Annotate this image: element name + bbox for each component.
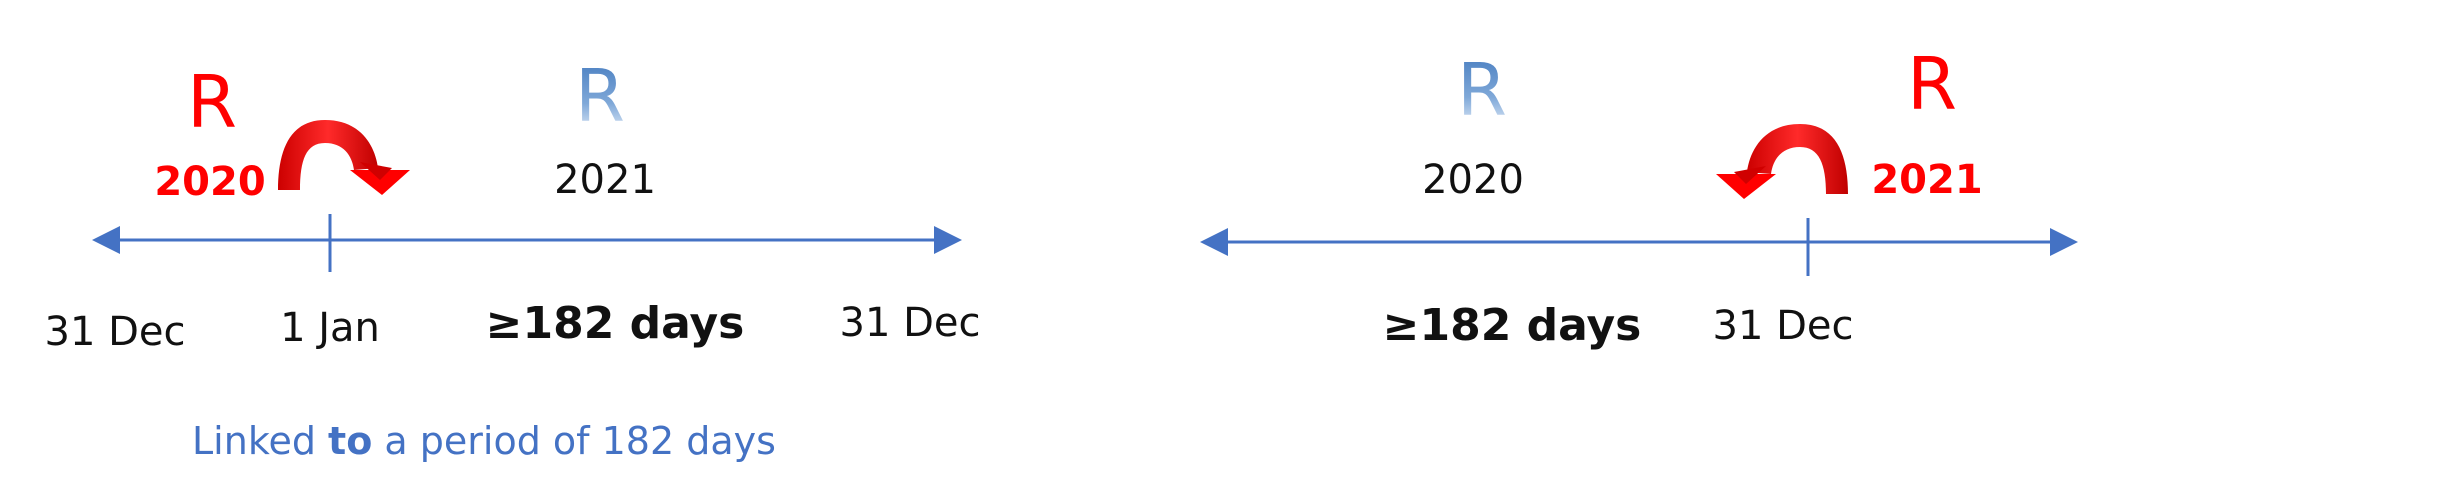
left-tick-label-mid: 1 Jan [280, 305, 380, 351]
right-timeline [1200, 218, 2078, 276]
left-note-post: a period of 182 days [372, 419, 776, 463]
right-tick-label-mid: 31 Dec [1712, 303, 1854, 349]
right-timeline-arrowhead-left [1200, 228, 1228, 256]
left-timeline-arrowhead-left [92, 226, 120, 254]
left-year-2020: 2020 [154, 159, 266, 205]
left-timeline [92, 214, 962, 272]
right-resident-r-blue: R [1456, 48, 1508, 132]
left-timeline-arrowhead-right [934, 226, 962, 254]
right-resident-r-red: R [1906, 42, 1958, 126]
right-year-2020: 2020 [1422, 157, 1524, 203]
right-timeline-arrowhead-right [2050, 228, 2078, 256]
right-days-label: ≥182 days [1382, 300, 1642, 351]
left-note-bold: to [328, 419, 373, 463]
left-resident-r-red: R [186, 60, 238, 144]
curved-arrow-right-icon [278, 120, 410, 195]
left-note-pre: Linked [192, 419, 329, 463]
left-note: Linked to a period of 182 days [192, 422, 776, 460]
right-year-2021: 2021 [1871, 157, 1983, 203]
left-resident-r-blue: R [574, 54, 626, 138]
left-tick-label-end: 31 Dec [839, 300, 981, 346]
left-days-label: ≥182 days [485, 298, 745, 349]
left-tick-label-start: 31 Dec [44, 309, 186, 355]
left-year-2021: 2021 [554, 157, 656, 203]
curved-arrow-left-icon [1716, 124, 1848, 199]
